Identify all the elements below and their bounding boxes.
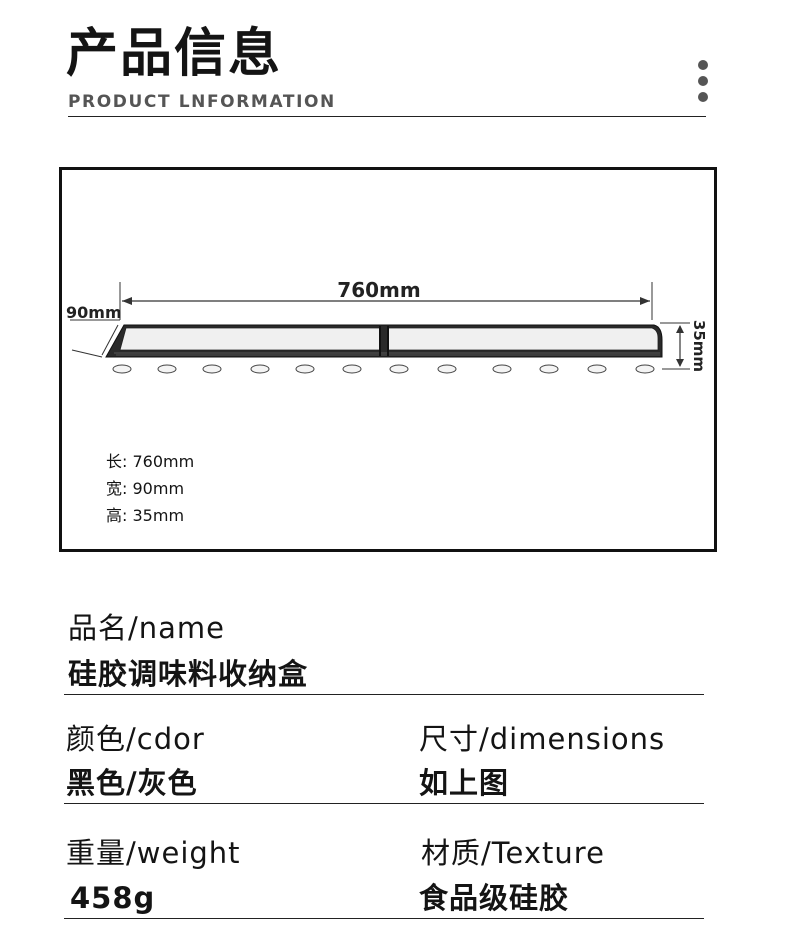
name-divider: [64, 694, 704, 695]
color-label: 颜色/cdor: [66, 722, 205, 756]
texture-value: 食品级硅胶: [419, 881, 570, 915]
color-value: 黑色/灰色: [66, 766, 198, 800]
weight-label: 重量/weight: [66, 836, 241, 870]
spec-height: 高: 35mm: [106, 506, 185, 525]
page-title: 产品信息: [66, 24, 283, 84]
name-value: 硅胶调味料收纳盒: [68, 657, 309, 691]
width-label: 90mm: [66, 303, 122, 322]
more-icon: [698, 60, 710, 108]
weight-value: 458g: [70, 881, 156, 915]
page-subtitle: PRODUCT LNFORMATION: [68, 92, 336, 112]
spec-length: 长: 760mm: [106, 452, 195, 471]
bottom-divider: [64, 918, 704, 919]
color-size-divider: [64, 803, 704, 804]
product-drawing: 760mm 90mm 35mm: [66, 278, 708, 374]
dimension-diagram: 760mm 90mm 35mm: [59, 167, 717, 552]
name-label: 品名/name: [68, 611, 226, 645]
texture-label: 材质/Texture: [421, 836, 605, 870]
length-label: 760mm: [337, 278, 420, 302]
header-divider: [68, 116, 706, 117]
spec-width: 宽: 90mm: [106, 479, 185, 498]
size-label: 尺寸/dimensions: [419, 722, 666, 756]
size-value: 如上图: [419, 766, 510, 800]
height-label: 35mm: [690, 320, 708, 372]
spec-list: 长: 760mm 宽: 90mm 高: 35mm: [106, 448, 194, 529]
